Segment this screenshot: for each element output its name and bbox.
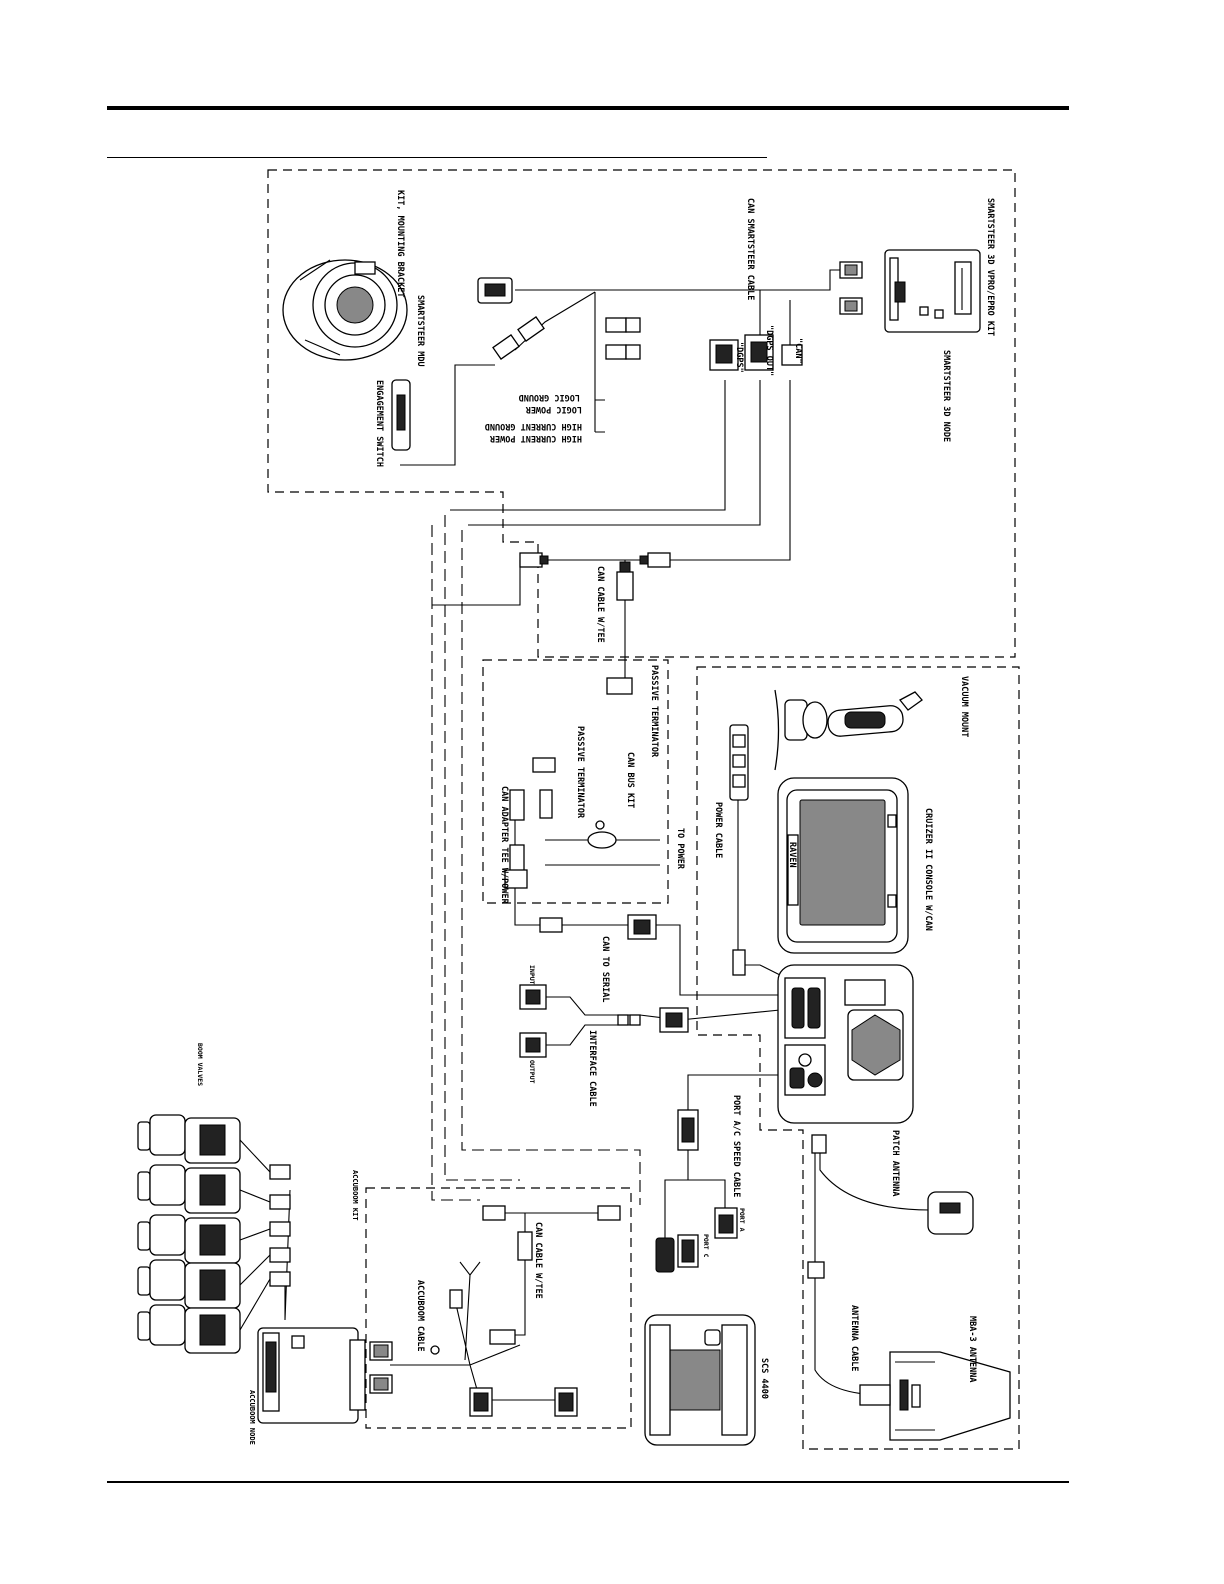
label-input: INPUT [528,965,536,985]
label-logic-power: LOGIC POWER [525,404,582,414]
wire-can-down [670,380,791,561]
label-can-smartsteer-cable: CAN SMARTSTEER CABLE [745,198,755,300]
boom-valve-1 [137,1114,241,1164]
label-passive-terminator: PASSIVE TERMINATOR [575,726,585,819]
can-bus-kit-icon [504,757,617,889]
wire-patch-antenna [819,1150,931,1211]
label-to-power: TO POWER [675,828,685,870]
wire-engagement-switch [400,364,495,466]
mba3-antenna-icon [807,1261,1011,1441]
wire-interface-out [545,1024,640,1046]
label-can-to-serial: CAN TO SERIAL [600,936,610,1003]
header-rule [107,106,1069,110]
label-can-cable-tee-top: CAN CABLE W/TEE [595,566,605,643]
cable-can-to-serial-bus [444,515,520,1181]
label-kit-mounting-bracket: KIT, MOUNTING BRACKET [395,190,405,297]
valve-connectors [239,1139,291,1331]
label-high-current-power: HIGH CURRENT POWER [489,433,582,443]
smartsteer-node-icon [884,249,981,333]
label-vacuum-mount: VACUUM MOUNT [959,676,969,737]
label-port-c: PORT C [702,1234,710,1258]
passive-terminator-top-icon [606,677,633,695]
label-smartsteer-mdu: SMARTSTEER MDU [415,295,425,367]
wire-fuse-branch [594,292,605,433]
label-boom-valves: BOOM VALVES [196,1043,204,1086]
label-antenna-cable: ANTENNA CABLE [849,1305,859,1372]
boom-valve-4 [137,1259,241,1309]
wire-can-cable-vertical [759,290,791,345]
power-plug-icon [729,724,749,976]
label-interface-cable: INTERFACE CABLE [587,1030,597,1107]
boom-valve-5 [137,1304,241,1354]
header-subrule [107,157,767,158]
label-accuboom-node: ACCUBOOM NODE [248,1390,256,1445]
boom-valve-2 [137,1164,241,1214]
can-tee-bottom-icon [482,1205,621,1261]
label-can-bus-kit: CAN BUS KIT [625,752,635,808]
label-scs-4400: SCS 4400 [759,1358,769,1399]
label-port-ac-speed-cable: PORT A/C SPEED CABLE [731,1095,741,1197]
accuboom-cable-icon [430,1289,578,1417]
label-accuboom-cable: ACCUBOOM CABLE [415,1280,425,1352]
label-smartsteer-kit: SMARTSTEER 3D VPRO/EPRO KIT [985,198,995,336]
accuboom-node-icon [257,1327,366,1424]
patch-antenna-icon [811,1134,974,1235]
boom-valve-3 [137,1214,241,1264]
label-output: OUTPUT [528,1060,536,1084]
label-accuboom-kit: ACCUBOOM KIT [351,1170,359,1221]
label-logic-ground: LOGIC GROUND [519,392,580,402]
wire-dgps-out-down [468,380,761,526]
cable-bus-loop [431,525,480,1201]
label-port-a: PORT A [738,1208,746,1232]
engagement-switch-icon [391,379,411,451]
footer-rule [107,1481,1069,1483]
label-high-current-ground: HIGH CURRENT GROUND [485,421,582,431]
label-patch-antenna: PATCH ANTENNA [890,1130,900,1197]
label-passive-terminator-top: PASSIVE TERMINATOR [649,665,659,758]
label-cruizer-console: CRUIZER II CONSOLE W/CAN [923,808,933,931]
boom-valves-icon [137,1114,291,1354]
cable-can-interface [461,530,641,1205]
wire-accuboom-tee [485,1212,620,1336]
console-back-icon [777,964,914,1124]
label-conn-dgps: "DGPS" [734,342,744,373]
wire-can-to-serial [560,924,780,996]
fuse-icon [605,317,641,360]
wire-power-cable [737,800,781,976]
label-smartsteer-node: SMARTSTEER 3D NODE [941,350,951,442]
interface-cable-icon [519,984,689,1058]
can-smartsteer-cable-icon [709,334,803,371]
accuboom-kit-boundary [365,1187,632,1429]
scs4400-console-icon [644,1314,756,1446]
port-ac-cable-icon [655,1109,738,1273]
cruizer-kit-boundary [696,666,1020,1450]
accuboom-node-connector-icon [369,1341,393,1394]
can-tee-top-icon [519,552,671,601]
raven-logo: RAVEN [787,842,797,868]
can-bus-kit-boundary [482,659,669,904]
smartsteer-mdu-icon [282,259,408,361]
label-conn-can: "CAN" [793,338,803,364]
node-connector-icon [839,261,863,315]
wire-dgps-down [450,380,726,511]
cruizer-console-icon [777,777,909,954]
wire-branch-mdu [514,291,596,351]
label-mba3-antenna: MBA-3 ANTENNA [967,1316,977,1383]
vacuum-mount-icon [774,689,923,771]
wire-node-to-can-cable [515,269,840,291]
label-can-adapter-tee: CAN ADAPTER TEE W/POWER [499,786,509,905]
wire-top-tee-left [432,560,521,606]
label-power-cable: POWER CABLE [713,802,723,858]
label-engagement-switch: ENGAGEMENT SWITCH [374,380,384,467]
can-to-serial-icon [539,914,657,940]
wire-interface [545,996,781,1021]
label-can-cable-tee-bottom: CAN CABLE W/TEE [533,1222,543,1299]
label-conn-dgps-out: "DGPS OUT" [764,325,774,376]
mdu-connector-icon [477,277,545,360]
